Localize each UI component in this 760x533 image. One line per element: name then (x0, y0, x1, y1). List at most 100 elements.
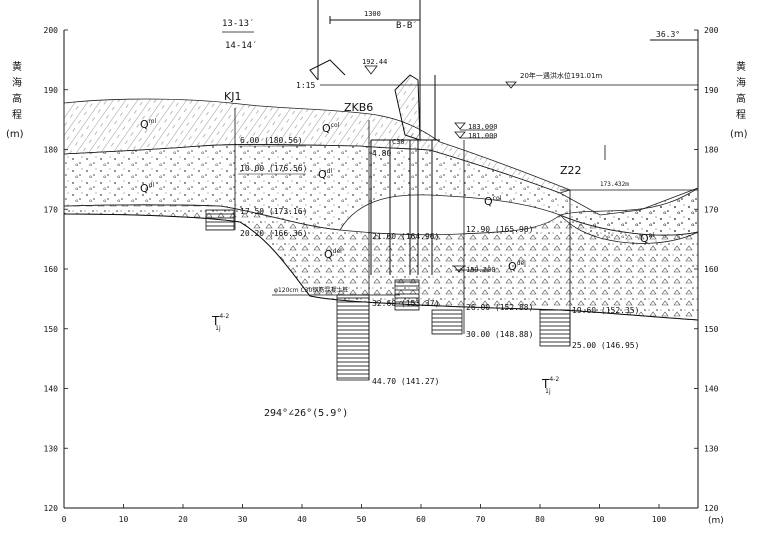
y-tick-label-left: 200 (44, 26, 59, 35)
pile-note: φ120cm C30钢筋混凝土桩 (274, 286, 348, 294)
depth-480: 4.80 (372, 149, 391, 158)
slope-115: 1:15 (296, 81, 315, 90)
level-marks (364, 65, 517, 273)
elev-mark-icon (364, 65, 378, 75)
depth-1000: 10.00 (176.56) (240, 164, 307, 173)
elev-mark-181-icon (454, 131, 466, 139)
borehole-zkb6: ZKB6 (344, 101, 373, 114)
y-tick-label-right: 130 (704, 444, 719, 453)
y-tick-label-left: 140 (44, 385, 59, 394)
y-tick-label-right: 190 (704, 86, 719, 95)
elev-mark-159-icon (453, 265, 465, 273)
y-label-char-3: 程 (12, 109, 22, 121)
y-label-right: 黄 海 高 程 (m) (730, 60, 748, 140)
elev-mark-183-icon (454, 122, 466, 130)
y-label-char-1-right: 海 (736, 76, 746, 89)
y-tick-label-right: 150 (704, 325, 719, 334)
dip-annotation: 294°∠26°(5.9°) (264, 408, 348, 419)
borehole-z22: Z22 (560, 164, 582, 177)
x-tick-label: 80 (535, 515, 545, 524)
depth-1290: 12.90 (165.98) (466, 225, 533, 234)
y-tick-labels: 200 200 190 190 180 180 170 170 160 160 150 150 140 1… (44, 26, 719, 513)
y-unit-right: (m) (730, 129, 748, 140)
y-label-char-3-right: 程 (736, 109, 746, 121)
y-tick-label-right: 170 (704, 205, 719, 214)
water-level-icon (505, 81, 517, 89)
y-tick-label-left: 190 (44, 86, 59, 95)
y-tick-label-left: 130 (44, 444, 59, 453)
angle-top-right: 36.3° (656, 30, 680, 39)
x-tick-label: 40 (297, 515, 307, 524)
y-tick-label-right: 180 (704, 146, 719, 155)
depth-1960: 19.60 (152.35) (572, 306, 639, 315)
y-label-left: 黄 海 高 程 (m) (6, 60, 24, 140)
depth-2020: 20.20 (166.36) (240, 229, 307, 238)
pile-kj1-foot (205, 209, 235, 231)
y-tick-label-left: 120 (44, 504, 59, 513)
y-label-char-0: 黄 (12, 60, 22, 73)
y-label-char-0-right: 黄 (736, 60, 746, 73)
x-unit: (m) (708, 516, 724, 526)
layer-q-al-right: Qal (640, 232, 654, 245)
y-tick-label-left: 180 (44, 146, 59, 155)
y-unit-left: (m) (6, 129, 24, 140)
y-tick-label-left: 150 (44, 325, 59, 334)
retaining-wall (309, 0, 698, 275)
layer-q-dl-left: Qdl (140, 182, 154, 195)
x-tick-label: 20 (178, 515, 188, 524)
depth-1750: 17.50 (173.16) (240, 207, 307, 216)
elev-183: 183.000 (468, 123, 498, 131)
layer-q-dl-mid: Qdl (318, 168, 332, 181)
elev-181: 181.000 (468, 132, 498, 140)
x-tick-label: 10 (119, 515, 129, 524)
section-bb-label: B-B′ (396, 21, 418, 31)
y-tick-label-right: 200 (704, 26, 719, 35)
y-tick-label-right: 160 (704, 265, 719, 274)
layer-alluvium (559, 187, 699, 244)
pile-mid (394, 279, 420, 311)
depth-2500: 25.00 (146.95) (572, 341, 639, 350)
depth-3260: 32.60 (153.37) (372, 299, 439, 308)
pile-right (431, 309, 463, 335)
depth-3000: 30.00 (148.88) (466, 330, 533, 339)
section-14-label: 14-14′ (225, 41, 258, 51)
elev-1732: 173.432m (600, 181, 629, 188)
geology-layers (63, 98, 699, 321)
x-tick-label: 100 (652, 515, 667, 524)
x-ticks (63, 504, 660, 508)
section-13-label: 13-13′ (222, 19, 255, 29)
pile-zkb6 (336, 294, 370, 381)
depth-600: 6.00 (180.56) (240, 136, 303, 145)
x-tick-label: 0 (62, 515, 67, 524)
y-label-char-2-right: 高 (736, 92, 746, 105)
layer-q-col-right: Qcol (484, 195, 502, 208)
depth-2600: 26.00 (152.88) (466, 303, 533, 312)
x-tick-label: 70 (476, 515, 486, 524)
dim-1300: 1300 (364, 10, 381, 18)
y-tick-label-left: 170 (44, 205, 59, 214)
layer-q-ml: Qml (140, 118, 157, 131)
elev-15920: 159.200 (466, 266, 496, 274)
water-level-label: 20年一遇洪水位191.01m (520, 71, 602, 80)
x-tick-label: 30 (238, 515, 248, 524)
y-tick-label-left: 160 (44, 265, 59, 274)
x-tick-label: 90 (595, 515, 605, 524)
elev-19244: 192.44 (362, 58, 387, 66)
layer-q-del-lower: Qdel (324, 248, 342, 261)
x-tick-label: 50 (357, 515, 367, 524)
layer-q-col-mid: Qcol (322, 122, 340, 135)
y-label-char-2: 高 (12, 92, 22, 105)
pile-far-right (539, 309, 571, 347)
layer-q-del-lower-2: Qdel (508, 260, 526, 273)
y-label-char-1: 海 (12, 76, 22, 89)
depth-2100: 21.00 (164.96) (372, 232, 439, 241)
depth-4470: 44.70 (141.27) (372, 377, 439, 386)
y-tick-label-right: 120 (704, 504, 719, 513)
y-tick-label-right: 140 (704, 385, 719, 394)
